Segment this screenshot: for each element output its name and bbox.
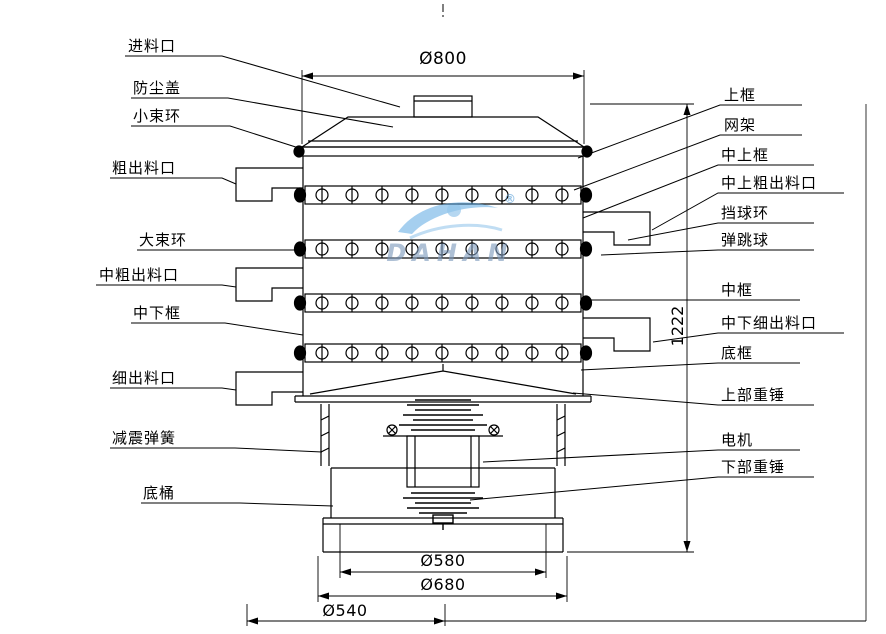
label-bouncing-ball: 弹跳球	[721, 231, 770, 249]
dust-cover-part	[299, 116, 587, 148]
label-ball-stop-ring: 挡球环	[721, 204, 770, 222]
damping-spring-right-part	[556, 404, 566, 466]
dim-total-height: 1222	[668, 305, 687, 347]
label-upper-weight: 上部重锤	[721, 386, 786, 404]
dim-base-plate-diameter: Ø680	[420, 575, 466, 594]
lower-weight-part	[403, 492, 483, 530]
label-base-barrel: 底桶	[143, 484, 176, 502]
dim-barrel-top-diameter: Ø580	[420, 551, 466, 570]
upper-weight-part	[399, 399, 487, 431]
label-lower-weight: 下部重锤	[721, 458, 786, 476]
coarse-outlet-part	[235, 167, 303, 202]
small-clamp-ring-part	[293, 145, 593, 158]
watermark-dahan: ® DAHAN	[378, 192, 522, 267]
label-coarse-outlet: 粗出料口	[112, 159, 177, 177]
label-mid-upper-frame: 中上框	[721, 146, 770, 164]
machine-body	[235, 95, 651, 553]
label-small-clamp-ring: 小束环	[133, 107, 182, 125]
dimension-lines	[246, 70, 867, 626]
label-mesh-frame: 网架	[724, 116, 757, 134]
leader-lines	[96, 55, 844, 507]
motor-part	[406, 435, 480, 488]
label-motor: 电机	[721, 431, 754, 449]
mid-upper-coarse-outlet-part	[583, 211, 651, 246]
label-damping-spring: 减震弹簧	[112, 429, 177, 447]
dim-base-ring-diameter: Ø540	[322, 601, 368, 620]
mid-coarse-outlet-part	[235, 267, 303, 302]
label-large-clamp-ring: 大束环	[139, 231, 188, 249]
registered-mark: ®	[504, 192, 516, 206]
damping-spring-left-part	[320, 404, 330, 466]
clamp-band-4	[293, 343, 593, 363]
watermark-brand-text: DAHAN	[386, 239, 514, 267]
label-upper-frame: 上框	[724, 86, 757, 104]
clamp-band-3	[293, 293, 593, 313]
label-feed-inlet: 进料口	[128, 37, 177, 55]
mid-lower-fine-outlet-part	[583, 317, 651, 352]
dahan-logo-swoosh-icon	[398, 202, 503, 240]
label-mid-upper-coarse-outlet: 中上粗出料口	[721, 174, 818, 192]
label-mid-lower-fine-outlet: 中下细出料口	[721, 314, 818, 332]
dim-top-diameter: Ø800	[419, 49, 467, 69]
label-middle-frame: 中框	[721, 281, 754, 299]
base-barrel-part	[322, 467, 564, 553]
label-mid-coarse-outlet: 中粗出料口	[99, 266, 180, 284]
label-mid-lower-frame: 中下框	[133, 304, 182, 322]
feed-inlet-part	[413, 95, 473, 118]
fine-outlet-part	[235, 371, 303, 406]
label-bottom-frame: 底框	[721, 344, 754, 362]
base-cone-part	[309, 370, 577, 395]
label-dust-cover: 防尘盖	[133, 79, 182, 97]
label-fine-outlet: 细出料口	[112, 369, 177, 387]
